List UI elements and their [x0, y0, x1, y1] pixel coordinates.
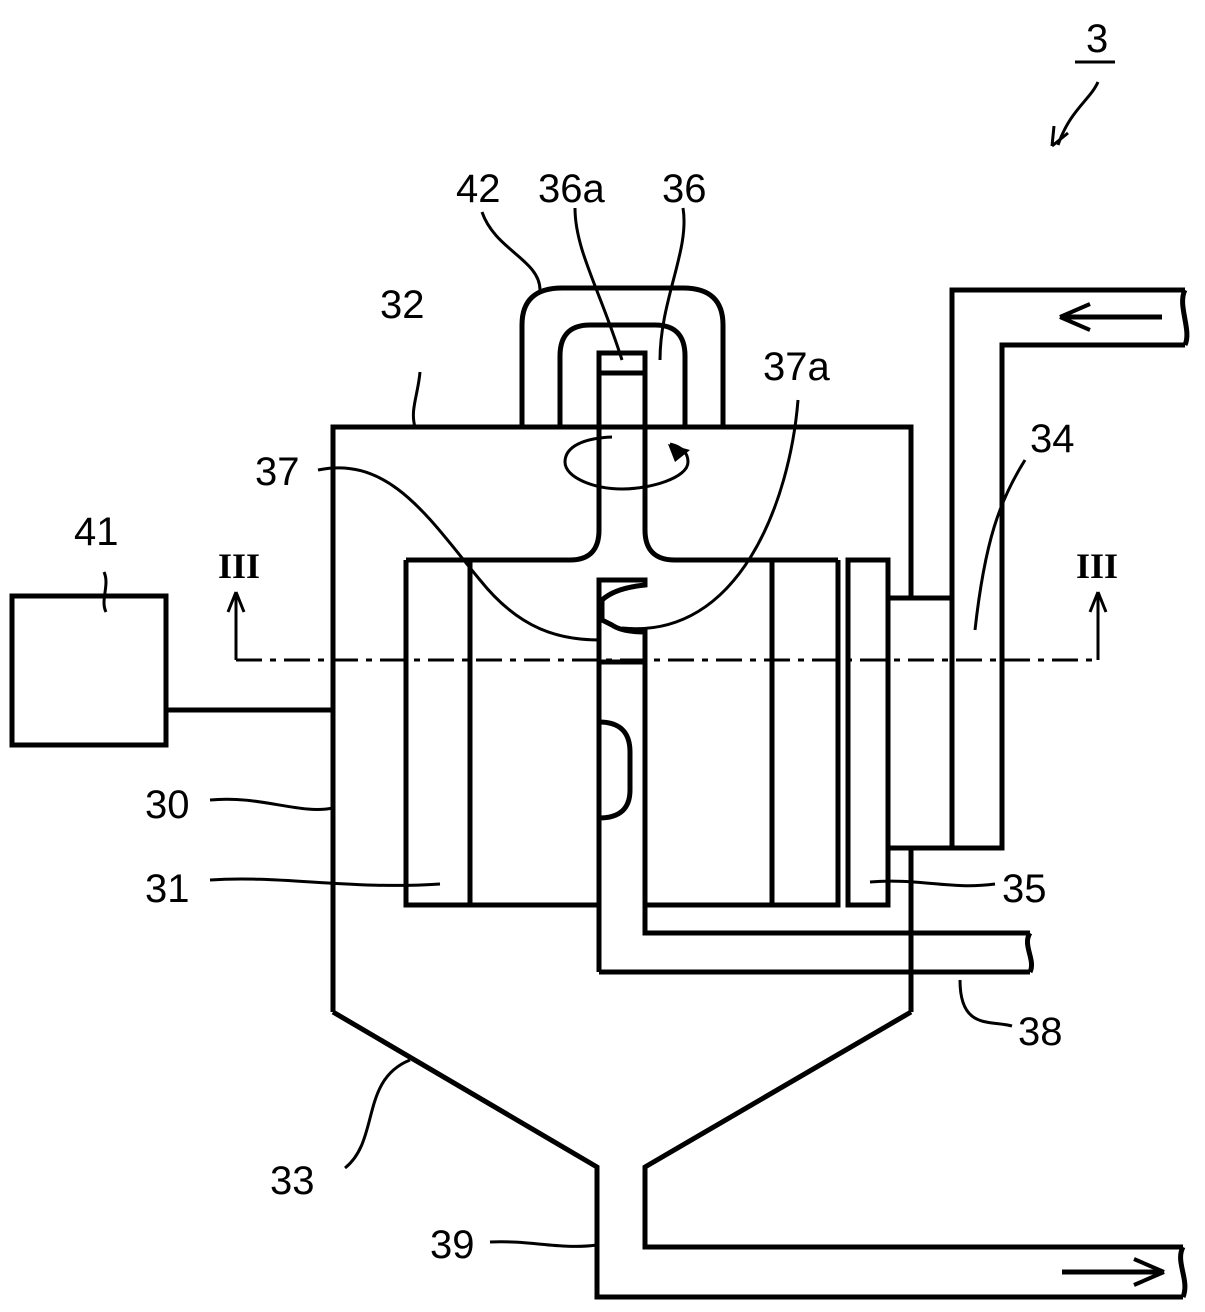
tank-body-30: [330, 424, 914, 1012]
leader-32: [411, 371, 422, 428]
outlet-break-line: [1178, 1245, 1188, 1298]
label-36a: 36a: [538, 167, 605, 211]
motor-36: [557, 322, 688, 427]
label-41: 41: [74, 510, 119, 554]
filter-plate-35: [845, 557, 891, 908]
section-mark-right-arrowhead: [1088, 591, 1108, 613]
leader-37a: [621, 399, 800, 631]
rotor-31-left-outline: [403, 560, 599, 908]
rotor-31-right-outline: [645, 560, 841, 908]
hopper-33-left: [331, 1009, 1183, 1300]
leader-35: [869, 879, 996, 888]
leader-36: [658, 207, 686, 361]
leader-37: [317, 466, 601, 642]
outflow-arrowhead: [1133, 1257, 1165, 1287]
leader-31: [209, 877, 441, 887]
reference-leader: [1056, 81, 1100, 146]
rotor-hub-right: [642, 529, 838, 563]
leader-41: [102, 571, 108, 613]
label-37: 37: [255, 450, 300, 494]
leader-36a: [573, 207, 624, 361]
section-label-left: III: [218, 546, 260, 586]
label-34: 34: [1030, 417, 1075, 461]
control-unit-41: [9, 593, 169, 748]
hopper-33-right: [642, 1009, 1183, 1250]
leader-33: [344, 1058, 411, 1170]
housing-block: [885, 595, 955, 851]
reference-numeral-3: 3: [1086, 17, 1108, 61]
label-33: 33: [270, 1159, 315, 1203]
inlet-pipe-34-inner: [952, 342, 1185, 851]
center-pipe-37: [596, 577, 648, 972]
inlet-break-line: [1180, 288, 1190, 347]
leader-39: [489, 1240, 598, 1248]
rotation-arrowhead: [668, 444, 690, 462]
inflow-arrowhead: [1059, 302, 1091, 332]
leader-38: [958, 979, 1013, 1028]
label-31: 31: [145, 867, 190, 911]
label-39: 39: [430, 1223, 475, 1267]
leader-42: [480, 211, 542, 291]
inlet-pipe-34-outer: [949, 287, 1185, 598]
label-35: 35: [1002, 867, 1047, 911]
section-mark-left-arrowhead: [226, 591, 246, 613]
label-38: 38: [1018, 1010, 1063, 1054]
drain-pipe-38-inner: [642, 662, 1030, 936]
shaft-top-36a: [596, 350, 648, 376]
rotor-hub-left: [406, 529, 602, 563]
section-label-right: III: [1076, 546, 1118, 586]
label-30: 30: [145, 783, 190, 827]
rotation-arrow: [563, 435, 690, 491]
label-37a: 37a: [763, 345, 830, 389]
label-42: 42: [456, 167, 501, 211]
drain-break-line: [1024, 931, 1034, 974]
label-32: 32: [380, 283, 425, 327]
cover-42: [519, 285, 726, 427]
label-36: 36: [662, 167, 707, 211]
reference-arrowhead: [1050, 125, 1069, 148]
leader-30: [209, 797, 334, 811]
leader-34: [973, 459, 1027, 631]
